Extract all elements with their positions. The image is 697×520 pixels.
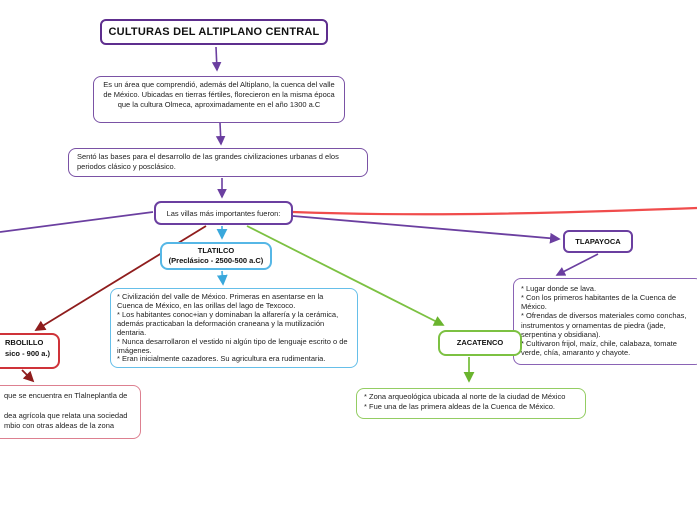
arbolillo-description-clipped[interactable]: que se encuentra en Tlalneplantla de dea… — [0, 385, 141, 439]
arrow-villas-to-tlapayoca — [292, 215, 561, 244]
intro-node[interactable]: Es un área que comprendió, además del Al… — [93, 76, 345, 123]
map-title-node[interactable]: CULTURAS DEL ALTIPLANO CENTRAL — [100, 19, 328, 45]
tlatilco-subtitle: (Preclásico - 2500-500 a.C) — [168, 256, 264, 266]
text-line: RBOLILLO — [5, 338, 44, 347]
tlapayoca-description[interactable]: * Lugar donde se lava. * Con los primero… — [513, 278, 697, 365]
text-line: sico - 900 a.) — [5, 348, 51, 358]
tlatilco-node[interactable]: TLATILCO (Preclásico - 2500-500 a.C) — [160, 242, 272, 270]
tlapayoca-title: TLAPAYOCA — [575, 237, 621, 246]
zacatenco-description[interactable]: * Zona arqueológica ubicada al norte de … — [356, 388, 586, 419]
text-line — [0, 401, 140, 411]
tlapayoca-node[interactable]: TLAPAYOCA — [563, 230, 633, 253]
arrow-title-to-intro — [211, 46, 222, 72]
arrow-tlatilco-to-desc — [216, 270, 228, 286]
zacatenco-node[interactable]: ZACATENCO — [438, 330, 522, 356]
tlatilco-title: TLATILCO — [197, 246, 235, 255]
zacatenco-title: ZACATENCO — [456, 338, 504, 347]
arrow-tlapayoca-to-desc — [555, 253, 599, 276]
arrow-villas-to-zacatenco — [246, 225, 445, 326]
arrow-arbolillo-to-desc — [21, 369, 35, 383]
villas-node[interactable]: Las villas más importantes fueron: — [154, 201, 293, 225]
bases-text: Sentó las bases para el desarrollo de la… — [77, 152, 339, 171]
arrow-intro-to-bases — [215, 122, 226, 146]
intro-text: Es un área que comprendió, además del Al… — [103, 80, 335, 109]
villas-text: Las villas más importantes fueron: — [166, 208, 281, 218]
bases-node[interactable]: Sentó las bases para el desarrollo de la… — [68, 148, 368, 177]
text-line: que se encuentra en Tlalneplantla de — [4, 391, 128, 400]
connector-villas-right-offscreen — [292, 206, 697, 216]
tlatilco-description[interactable]: * Civilización del valle de México. Prim… — [110, 288, 358, 368]
text-line: mbio con otras aldeas de la zona — [4, 420, 115, 430]
map-title: CULTURAS DEL ALTIPLANO CENTRAL — [108, 26, 320, 38]
connector-villas-left-offscreen — [0, 211, 154, 233]
text-line: dea agrícola que relata una sociedad — [4, 410, 128, 420]
